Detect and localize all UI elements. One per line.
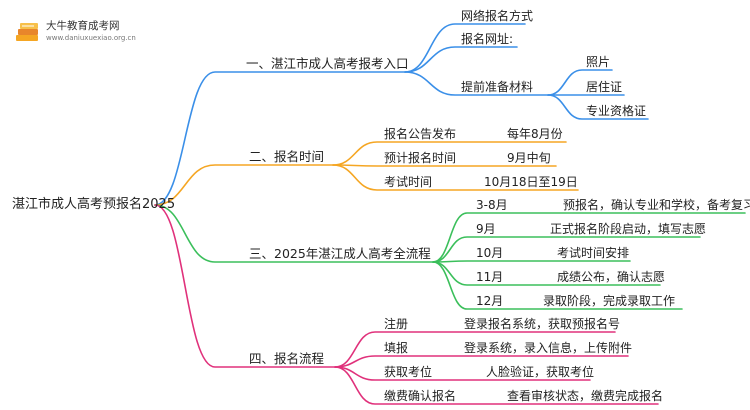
- b2-row3-value: 10月18日至19日: [484, 175, 578, 189]
- b2-row2-label: 预计报名时间: [384, 151, 457, 165]
- connector-root-b1: [154, 71, 406, 206]
- connector-b2-row3: [332, 164, 579, 191]
- b1-material-photo: 照片: [586, 55, 611, 69]
- b4-row4-label: 缴费确认报名: [384, 389, 457, 403]
- connector-b3-row3: [432, 260, 631, 263]
- connector-root-b4: [154, 204, 336, 368]
- b3-row5-label: 12月: [476, 294, 504, 308]
- connector-b4-row1: [334, 331, 616, 368]
- connector-b2-row2: [332, 164, 557, 167]
- branch-2-title: 二、报名时间: [249, 149, 325, 164]
- connector-b1-photo: [547, 69, 613, 96]
- connector-b3-row5: [432, 261, 683, 310]
- b1-online-method: 网络报名方式: [461, 9, 534, 23]
- b3-row2-value: 正式报名阶段启动，填写志愿: [550, 222, 707, 236]
- site-logo: 大牛教育成考网 www.daniuxuexiao.org.cn: [6, 12, 156, 52]
- book-stack-icon: [16, 23, 38, 41]
- connector-b2-row1: [332, 141, 567, 166]
- connector-b1-prepare: [404, 71, 549, 96]
- b4-row4-value: 查看审核状态，缴费完成报名: [507, 389, 664, 403]
- connector-b1-website: [404, 46, 518, 73]
- b3-row4-label: 11月: [476, 270, 504, 284]
- connector-b3-row1: [432, 212, 746, 263]
- b4-row1-value: 登录报名系统，获取预报名号: [464, 317, 621, 331]
- b2-row1-value: 每年8月份: [507, 127, 563, 141]
- branch-4-title: 四、报名流程: [249, 351, 325, 366]
- branch-1-title: 一、湛江市成人高考报考入口: [246, 56, 409, 71]
- b4-row3-value: 人脸验证，获取考位: [486, 365, 595, 379]
- b3-row1-value: 预报名，确认专业和学校，备考复习: [563, 198, 750, 212]
- logo-title: 大牛教育成考网: [46, 20, 120, 32]
- b3-row4-value: 成绩公布，确认志愿: [557, 270, 666, 284]
- b1-material-cert: 专业资格证: [586, 104, 647, 118]
- b2-row3-label: 考试时间: [384, 175, 433, 189]
- b4-row2-label: 填报: [384, 341, 409, 355]
- b3-row5-value: 录取阶段，完成录取工作: [543, 294, 676, 308]
- b3-row2-label: 9月: [476, 222, 496, 236]
- connector-root-b2: [154, 164, 334, 206]
- branch-3-title: 三、2025年湛江成人高考全流程: [249, 246, 431, 261]
- b4-row1-label: 注册: [384, 317, 409, 331]
- connector-b4-row4: [334, 366, 659, 405]
- b1-material-residence: 居住证: [586, 80, 623, 94]
- b3-row3-label: 10月: [476, 246, 504, 260]
- b2-row2-value: 9月中旬: [507, 151, 551, 165]
- connector-b1-cert: [547, 94, 649, 120]
- connector-root-b3: [154, 204, 434, 263]
- logo-url: www.daniuxuexiao.org.cn: [46, 34, 136, 42]
- b1-website: 报名网址:: [461, 32, 514, 46]
- b1-prepare-materials: 提前准备材料: [461, 80, 534, 94]
- b2-row1-label: 报名公告发布: [384, 127, 457, 141]
- b3-row3-value: 考试时间安排: [557, 246, 630, 260]
- connector-b1-online: [404, 23, 526, 73]
- connector-b3-row2: [432, 236, 701, 263]
- root-topic: 湛江市成人高考预报名2025: [12, 197, 176, 212]
- b4-row3-label: 获取考位: [384, 365, 433, 379]
- b3-row1-label: 3-8月: [476, 198, 508, 212]
- b4-row2-value: 登录系统，录入信息，上传附件: [464, 341, 633, 355]
